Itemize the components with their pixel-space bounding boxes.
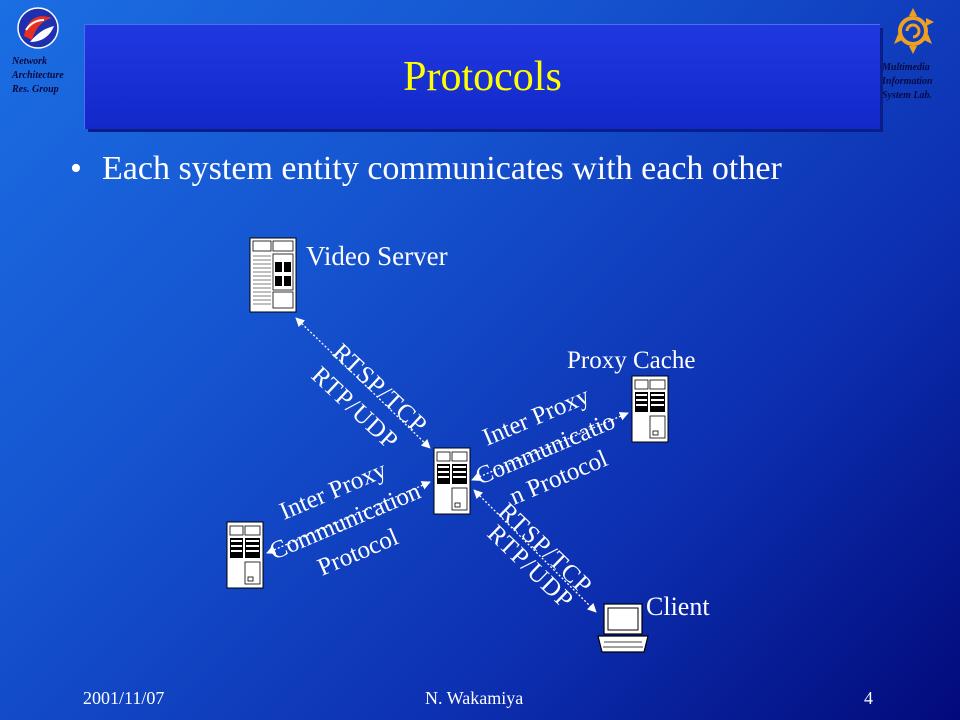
left-proxy-server-icon	[226, 521, 264, 589]
bullet-item: • Each system entity communicates with ea…	[70, 150, 782, 188]
proxy-cache-server-icon	[631, 375, 669, 443]
slide-title: Protocols	[403, 54, 562, 100]
footer-author: N. Wakamiya	[425, 688, 524, 708]
bullet-text: Each system entity communicates with eac…	[102, 150, 782, 187]
mis-logo-text: Multimedia Information System Lab.	[882, 62, 933, 101]
client-laptop-icon	[597, 603, 649, 653]
nag-swirl-logo-icon	[17, 7, 59, 49]
link-center-left-proxy	[266, 481, 431, 554]
client-label: Client	[646, 592, 710, 621]
link-server-proxy	[295, 317, 431, 449]
center-proxy-server-icon	[433, 447, 471, 515]
video-server-icon	[249, 237, 297, 313]
sun-spiral-logo-icon	[894, 8, 934, 54]
footer-date: 2001/11/07	[83, 688, 165, 708]
footer-page-number: 4	[864, 688, 873, 708]
bullet-dot-icon: •	[70, 150, 82, 187]
proxy-cache-label: Proxy Cache	[567, 347, 695, 374]
link-center-right-proxy	[471, 412, 629, 481]
link-proxy-client	[473, 489, 597, 613]
title-box: Protocols	[84, 24, 880, 129]
nag-logo-text: Network Architecture Res. Group	[12, 56, 64, 95]
nag-logo: Network Architecture Res. Group	[12, 6, 82, 97]
video-server-label: Video Server	[306, 241, 448, 271]
mis-logo: Multimedia Information System Lab.	[870, 6, 956, 103]
